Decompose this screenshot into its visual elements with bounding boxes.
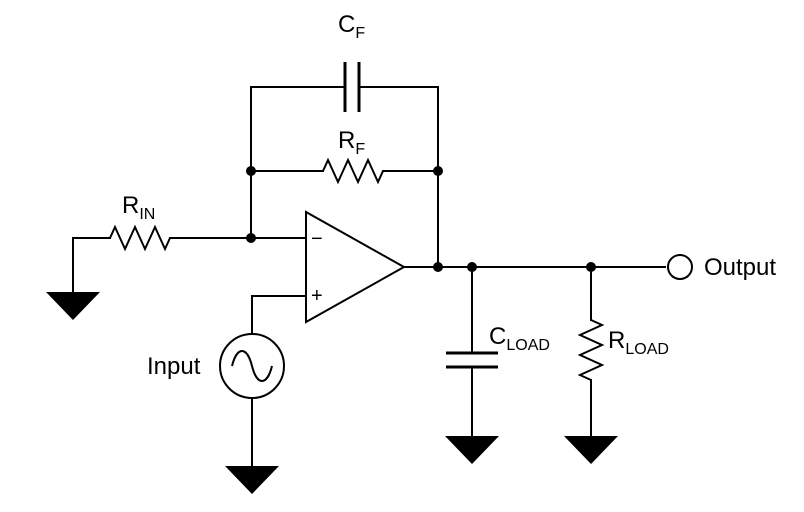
rin-ground-icon xyxy=(46,292,100,320)
feedback-capacitor xyxy=(250,62,439,171)
inverting-input-sign: − xyxy=(311,228,323,250)
input-resistor xyxy=(72,224,307,293)
junction-dot-rload xyxy=(586,262,596,272)
cload-ground-icon xyxy=(445,436,499,464)
output-label: Output xyxy=(704,254,776,281)
op-amp-triangle xyxy=(305,210,407,324)
rload-zigzag xyxy=(577,319,605,381)
output-terminal-icon xyxy=(667,254,693,280)
cf-label: CF xyxy=(338,11,365,42)
cload-label: CLOAD xyxy=(489,323,550,354)
input-label: Input xyxy=(147,353,201,380)
op-amp xyxy=(305,210,407,324)
junction-dot-inverting-node xyxy=(246,233,256,243)
cf-left-wire xyxy=(250,86,345,171)
rin-zigzag xyxy=(109,224,171,252)
load-capacitor xyxy=(446,266,498,437)
source-to-noninverting-wire xyxy=(251,295,307,335)
rload-ground-icon xyxy=(564,436,618,464)
junction-dot-output-feedback xyxy=(433,262,443,272)
input-source xyxy=(219,333,285,399)
load-resistor xyxy=(577,266,605,437)
cf-right-wire xyxy=(359,86,439,171)
junction-dot-cload xyxy=(467,262,477,272)
rf-label: RF xyxy=(338,127,365,158)
source-ground-icon xyxy=(225,466,279,494)
sine-wave-icon xyxy=(231,350,273,382)
rin-label: RIN xyxy=(122,192,155,223)
rf-zigzag xyxy=(322,157,384,185)
feedback-resistor xyxy=(250,157,439,185)
rload-label: RLOAD xyxy=(608,327,669,358)
rin-ground-wire xyxy=(72,237,111,293)
junction-dot-feedback-left xyxy=(246,166,256,176)
noninverting-input-sign: + xyxy=(311,285,323,307)
junction-dot-feedback-right xyxy=(433,166,443,176)
